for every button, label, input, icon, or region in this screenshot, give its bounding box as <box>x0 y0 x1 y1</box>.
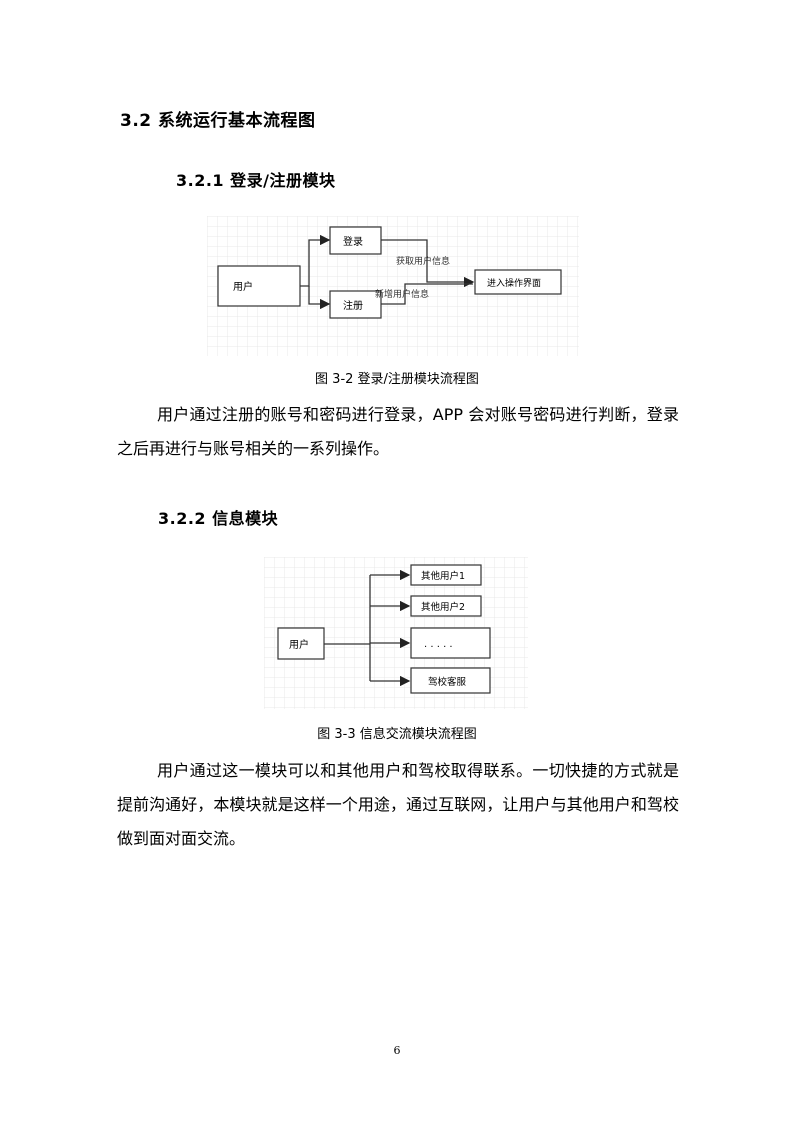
diagram-label-user: 用户 <box>233 280 253 293</box>
more-users-box <box>410 627 491 659</box>
diagram-label-other-2: 其他用户2 <box>421 601 465 613</box>
figure-caption-3-2: 图 3-2 登录/注册模块流程图 <box>315 372 479 387</box>
diagram-label-new-info: 新增用户信息 <box>375 288 429 300</box>
user-box <box>217 265 301 307</box>
diagram-label-service: 驾校客服 <box>428 676 467 688</box>
subsection-heading-info: 3.2.2 信息模块 <box>158 509 279 528</box>
info-exchange-flowchart-svg: 用户 其他用户1 其他用户2 . . . . . 驾校客服 <box>264 557 528 709</box>
info-exchange-flowchart: 用户 其他用户1 其他用户2 . . . . . 驾校客服 <box>264 557 528 709</box>
arrow-user-to-register <box>308 286 331 310</box>
diagram-label-login: 登录 <box>343 235 363 248</box>
user-box-2 <box>277 627 325 660</box>
paragraph-login: 用户通过注册的账号和密码进行登录，APP 会对账号密码进行判断，登录之后再进行与… <box>117 405 679 458</box>
diagram-label-user-2: 用户 <box>289 638 309 651</box>
login-register-flowchart-svg: 用户 登录 注册 获取用户信息 新增用户信息 进入操作界面 <box>207 216 579 356</box>
other-user-1-box <box>410 564 482 586</box>
diagram-label-get-info: 获取用户信息 <box>396 255 450 267</box>
subsection-heading-login: 3.2.1 登录/注册模块 <box>176 171 336 190</box>
driving-school-service-box <box>410 667 491 694</box>
section-heading: 3.2 系统运行基本流程图 <box>120 111 316 131</box>
figure-caption-3-3: 图 3-3 信息交流模块流程图 <box>317 727 477 742</box>
paragraph-info: 用户通过这一模块可以和其他用户和驾校取得联系。一切快捷的方式就是提前沟通好，本模… <box>117 761 679 848</box>
arrow-login-to-enter <box>381 239 475 288</box>
other-user-2-box <box>410 595 482 617</box>
arrow-register-to-enter <box>381 283 473 305</box>
arrow-user-to-login <box>300 234 331 287</box>
register-box <box>329 290 382 319</box>
diagram-label-dots: . . . . . <box>424 639 453 650</box>
page-number: 6 <box>393 1044 401 1057</box>
login-box <box>329 226 382 255</box>
enter-interface-box <box>474 269 562 295</box>
diagram-label-enter: 进入操作界面 <box>487 277 541 289</box>
login-register-flowchart: 用户 登录 注册 获取用户信息 新增用户信息 进入操作界面 <box>207 216 579 356</box>
diagram-label-register: 注册 <box>343 299 363 312</box>
diagram-label-other-1: 其他用户1 <box>421 570 465 582</box>
